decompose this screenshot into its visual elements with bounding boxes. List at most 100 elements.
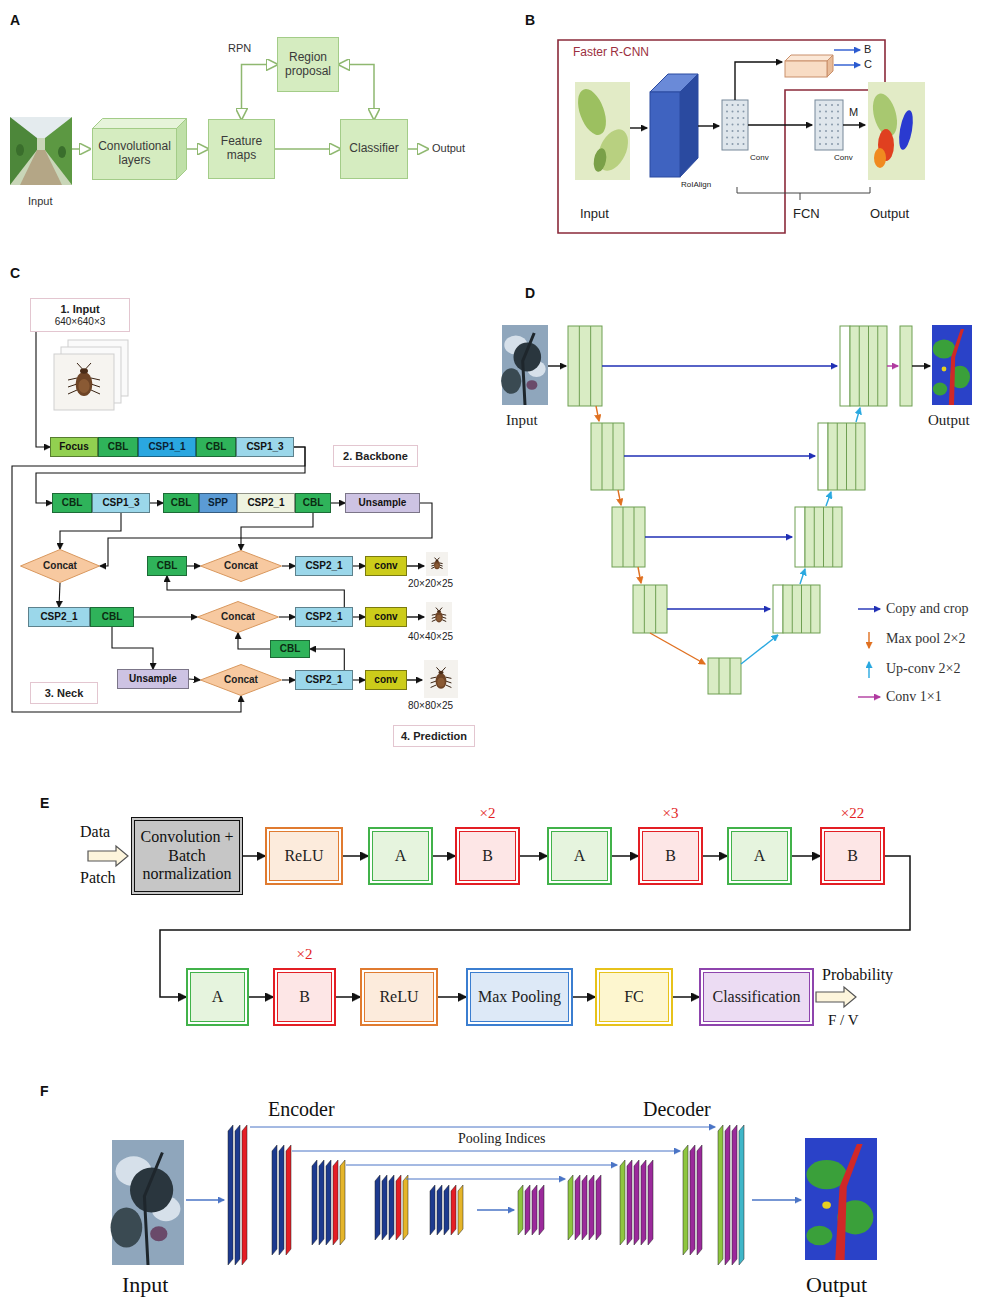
dot [825,137,827,139]
dot [737,143,739,145]
section-label: Encoder [268,1098,335,1121]
panel-letter: F [40,1083,49,1099]
node-text: Concat [224,674,258,686]
dot [737,137,739,139]
dot [837,143,839,145]
bug-photo [426,602,452,630]
layer-slab [396,1175,401,1240]
process-box: CBL [147,556,187,576]
node-text: CBL [157,560,178,572]
block-divider [846,423,847,490]
node-text: A [574,847,586,865]
process-box: CSP2_1 [295,556,353,576]
bug-leg [439,567,442,568]
connector [520,855,547,857]
dot [726,111,728,113]
panel-letter: C [10,265,20,281]
arrow [748,124,812,125]
head-block-top [785,55,833,61]
legend-text: Copy and crop [886,601,968,616]
legend-item: Up-conv 2×2 [886,661,960,677]
layer-slab [279,1145,284,1255]
panel-letter: A [10,12,20,28]
block-divider [877,326,878,406]
node-text: CSP1_3 [102,497,139,509]
block-divider [613,423,614,490]
node-text: CBL [206,441,227,453]
image-caption: Output [806,1272,867,1297]
block-divider [814,507,815,567]
diamond-shape [201,551,282,582]
node-text: B [482,847,493,865]
block-arrow [88,846,128,866]
arrow [407,616,424,617]
process-box: CSP2_1 [28,607,90,627]
layer-slab [326,1160,331,1245]
node-text: B [665,847,676,865]
bug-leg [442,614,446,616]
process-box: CSP1_1 [138,437,196,457]
arrow [887,365,898,366]
layer-slab [641,1160,646,1245]
seg-branch [835,1144,862,1260]
bug-leg [446,685,452,688]
feature-block [568,326,602,406]
output-name: C [864,58,872,71]
node-text: CBL [303,497,324,509]
bug-leg [446,677,452,678]
dot [732,104,734,106]
decision-diamond: Concat [20,549,100,583]
block-divider [792,585,793,633]
node-text: B [847,847,858,865]
arrow [650,633,705,664]
cube-side [177,119,187,180]
dot [743,137,745,139]
output-name: B [864,43,871,56]
process-box: CSP1_3 [236,437,294,457]
layer-slab [525,1185,530,1235]
dot [831,111,833,113]
feature-block [828,423,865,490]
layer-slab [375,1175,380,1240]
layer-slab [312,1160,317,1245]
bug-shield [436,615,441,621]
connector [612,855,638,857]
process-box: CSP1_3 [92,493,150,513]
feature-block [650,92,680,177]
legend-sample [868,662,869,678]
layer-name: Conv [834,153,853,162]
dot [732,117,734,119]
seg-fruit [942,367,947,372]
process-box: CBL [98,437,138,457]
connector [343,855,368,857]
node-text: 640×640×3 [55,316,106,328]
bug-head [438,671,443,675]
cube-front [93,129,177,180]
process-box: Classifier [340,119,408,179]
arrow [912,365,930,366]
node-text: Unsample [129,673,177,685]
bug-antenna [77,363,82,369]
block-divider [719,658,720,694]
dot [743,117,745,119]
dot [726,130,728,132]
diamond-shape [198,602,279,633]
bug-leg [431,562,434,564]
dot [743,124,745,126]
decision-diamond: Concat [197,601,279,633]
branch [523,333,535,405]
process-box: CBL [270,640,310,658]
layer-slab [430,1185,435,1235]
layer-slab [340,1160,345,1245]
output-label: F / V [828,1012,859,1029]
arrow [407,679,422,680]
decision-diamond: Concat [200,550,282,582]
bug-antenna [436,608,438,611]
layer-slab [732,1125,737,1265]
process-box: 3. Neck [30,682,98,704]
dot [743,130,745,132]
dot [831,137,833,139]
layer-slab [589,1175,594,1240]
